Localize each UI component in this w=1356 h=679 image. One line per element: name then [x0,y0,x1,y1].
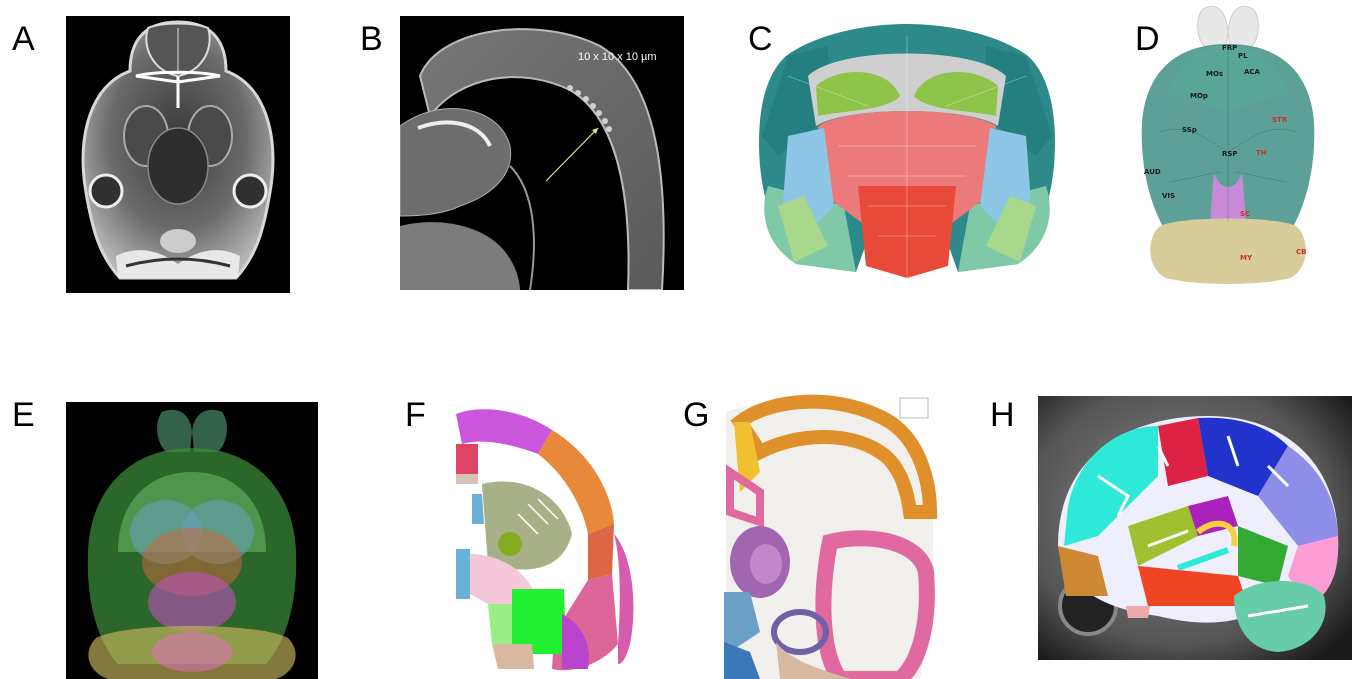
panel-letter-a: A [12,22,35,56]
region-label-aud: AUD [1144,168,1161,176]
region-label-mop: MOp [1190,92,1208,100]
panel-letter-b: B [360,22,383,56]
panel-e-3d-glow-brain [66,402,318,679]
panel-letter-h: H [990,398,1015,432]
panel-g-svg [720,392,942,679]
panel-d-3d-brain: FRP PL MOs ACA MOp SSp STR RSP TH AUD VI… [1130,2,1326,288]
panel-c-coronal-atlas [748,16,1066,280]
region-label-pl: PL [1238,52,1248,60]
panel-d-svg: FRP PL MOs ACA MOp SSp STR RSP TH AUD VI… [1130,2,1326,288]
panel-b-mri-zoom-image: 10 x 10 x 10 µm [400,16,684,290]
region-label-ssp: SSp [1182,126,1197,134]
panel-letter-g: G [683,398,709,432]
panel-e-svg [66,402,318,679]
region-label-cb: CB [1296,248,1306,256]
panel-letter-f: F [405,398,426,432]
panel-letter-e: E [12,398,35,432]
panel-g-histology-atlas [720,392,942,679]
panel-b-svg: 10 x 10 x 10 µm [400,16,684,290]
region-label-mos: MOs [1206,70,1223,78]
region-label-my: MY [1240,254,1253,262]
region-label-rsp: RSP [1222,150,1238,158]
panel-f-coronal-atlas [442,404,642,679]
panel-h-svg [1038,396,1352,660]
region-label-frp: FRP [1222,44,1237,52]
region-label-aca: ACA [1244,68,1261,76]
panel-a-svg [66,16,290,293]
panel-h-sagittal-parcellation [1038,396,1352,660]
region-label-sc: SC [1240,210,1250,218]
panel-b-arrow [546,128,598,181]
panel-a-mri-image [66,16,290,293]
panel-b-resolution-label: 10 x 10 x 10 µm [578,51,657,63]
panel-c-svg [748,16,1066,280]
panel-f-svg [442,404,642,679]
region-label-th: TH [1256,149,1267,157]
region-label-str: STR [1272,116,1288,124]
region-label-vis: VIS [1162,192,1175,200]
